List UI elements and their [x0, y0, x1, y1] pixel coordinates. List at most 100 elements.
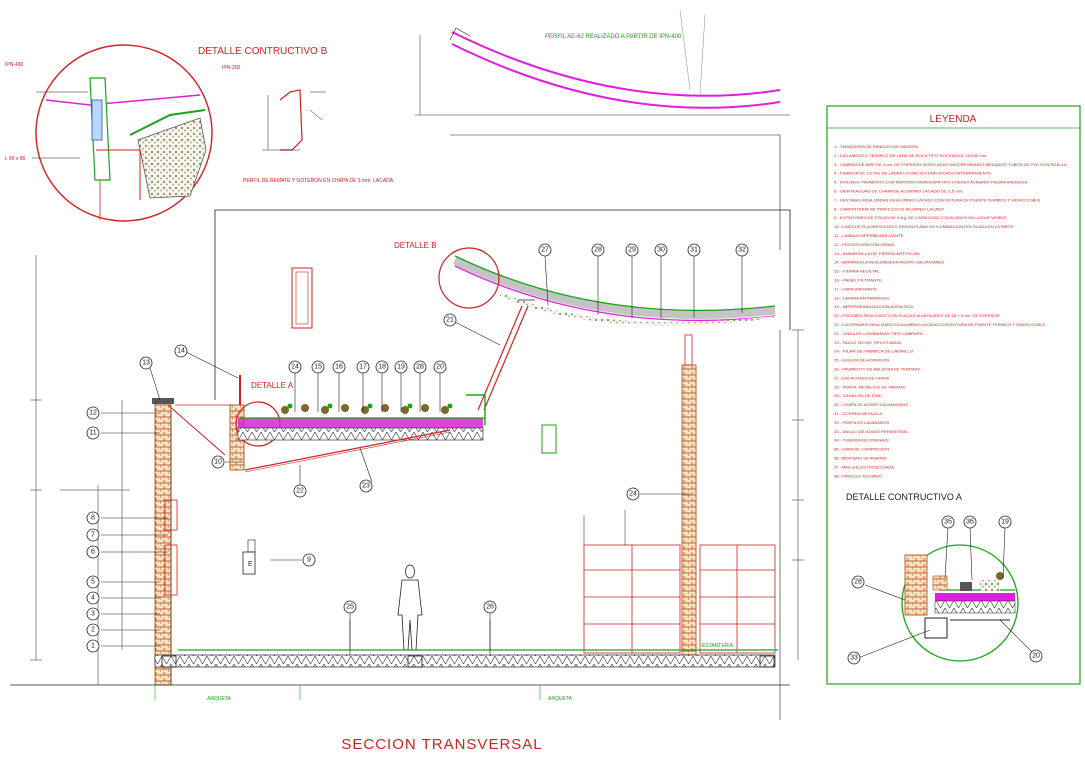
- legend-item: 8.- CARPINTERIA DE PERFILES DE ALUMINIO …: [834, 206, 944, 211]
- callout-6: 6: [86, 545, 100, 559]
- legend-list: 1.- TABIQUERIA DE PANELES DE MADERA 2.- A…: [834, 144, 1067, 478]
- callout-1: 1: [86, 639, 100, 653]
- detail-a-title: DETALLE CONTRUCTIVO A: [846, 492, 962, 502]
- legend-item: 19.- IMPERMEABILIZACION ASFALTICA: [834, 304, 914, 309]
- legend-item: 10.- LINEA DE FLUORESCENTES SEGUN PLANO …: [834, 224, 1014, 229]
- callout-22: 22: [293, 484, 307, 498]
- detail-b-ref: DETALLE B: [394, 241, 437, 250]
- legend-item: 6.- VIERTEAGUAS DE CHAPA DE ALUMINIO LAC…: [834, 189, 964, 194]
- legend-item: 2.- AISLAMIENTO TERMICO DE LANA DE ROCA …: [834, 153, 988, 158]
- callout-18: 18: [375, 360, 389, 374]
- legend-item: 34.- TUBERIA DE DRENAJE: [834, 438, 890, 443]
- legend-item: 37.- MALLA ELECTROSOLDADA: [834, 464, 894, 469]
- legend-item: 5.- FORJADO. PAVIMENTO CON MORTERO MONOC…: [834, 180, 1028, 185]
- legend-item: 16.- PANEL FILTRANTE: [834, 278, 882, 283]
- svg-text:25: 25: [346, 604, 354, 611]
- detail-a-ref: DETALLE A: [251, 381, 294, 390]
- svg-text:35: 35: [944, 519, 952, 526]
- callout-8: 8: [86, 511, 100, 525]
- building-section: [10, 134, 804, 720]
- legend-item: 25.- SOLERA DE HORMIGON: [834, 358, 889, 363]
- page-title: SECCION TRANSVERSAL: [341, 736, 542, 753]
- legend-item: 35.- CAPA DE COMPRESION: [834, 447, 889, 452]
- callout-16: 16: [332, 360, 346, 374]
- legend-item: 13.- ALBARDILLA DE PIEDRA ARTIFICIAL: [834, 251, 921, 256]
- callout-11: 11: [86, 426, 100, 440]
- callout-29: 29: [625, 243, 639, 257]
- callout-27: 27: [538, 243, 552, 257]
- svg-text:19: 19: [1001, 519, 1009, 526]
- svg-text:31: 31: [690, 247, 698, 254]
- svg-text:24: 24: [291, 364, 299, 371]
- svg-text:28: 28: [594, 247, 602, 254]
- callout-25: 25: [343, 600, 357, 614]
- svg-text:23: 23: [362, 483, 370, 490]
- callout-32: 32: [735, 243, 749, 257]
- legend-item: 24.- PILAR DE FABRICA DE LADRILLO: [834, 349, 913, 354]
- svg-text:9: 9: [307, 557, 311, 564]
- profile-label-ipn-top: IPN-400: [5, 62, 24, 68]
- sheet-profile-sketch: [262, 89, 326, 151]
- detail-b-title: DETALLE CONTRUCTIVO B: [198, 46, 328, 57]
- legend-title: LEYENDA: [930, 114, 977, 125]
- callout-30: 30: [654, 243, 668, 257]
- callout-2: 2: [86, 623, 100, 637]
- svg-text:13: 13: [142, 360, 150, 367]
- callout-5: 5: [86, 575, 100, 589]
- svg-text:3: 3: [91, 611, 95, 618]
- callout-19: 19: [394, 360, 408, 374]
- legend-item: 1.- TABIQUERIA DE PANELES DE MADERA: [834, 144, 918, 149]
- profile-label-ipn-bottom: IPN-200: [222, 65, 241, 71]
- callout-7: 7: [86, 528, 100, 542]
- svg-text:21: 21: [446, 317, 454, 324]
- legend-item: 30.- CHAPA DE ACERO GALVANIZADO: [834, 402, 908, 407]
- legend-item: 27.- ENCACHADO DE GRAVA: [834, 375, 890, 380]
- callouts: 1 2 3 4 5 6 7 8 9 10 11 12 13 14 15 16 1…: [86, 243, 749, 653]
- svg-text:12: 12: [89, 410, 97, 417]
- sheet-caption: PERFIL DE REMATE Y GOTERON EN CHAPA DE 3…: [243, 178, 394, 184]
- svg-text:2: 2: [91, 627, 95, 634]
- leader-lines: [101, 255, 743, 650]
- legend-item: 32.- PERFILES LAMINADOS: [834, 420, 890, 425]
- callout-3: 3: [86, 607, 100, 621]
- callout-10: 10: [211, 455, 225, 469]
- svg-text:5: 5: [91, 579, 95, 586]
- legend-item: 14.- BARANDILLA REALIZADA EN ACERO GALVA…: [834, 260, 944, 265]
- callout-21: 21: [443, 313, 457, 327]
- callout-26: 26: [483, 600, 497, 614]
- callout-31: 31: [687, 243, 701, 257]
- legend-item: 22.- LINEA DE LUMINARIAS TIPO LAMPARA: [834, 331, 923, 336]
- svg-text:28: 28: [854, 579, 862, 586]
- callout-19-detail: 19: [998, 515, 1012, 529]
- callout-35-detail: 35: [941, 515, 955, 529]
- legend-item: 29.- CANALON DE ZINC: [834, 393, 882, 398]
- svg-text:26: 26: [486, 604, 494, 611]
- legend-item: 4.- FABRICA DE 1/2 PIE DE LADRILLO MACIZ…: [834, 171, 992, 176]
- svg-text:20: 20: [1032, 653, 1040, 660]
- shelving: [583, 510, 776, 654]
- svg-text:19: 19: [397, 364, 405, 371]
- svg-text:17: 17: [359, 364, 367, 371]
- legend-item: 33.- ANILLO DE ATADO PERIMETRAL: [834, 429, 909, 434]
- svg-text:1: 1: [91, 643, 95, 650]
- callout-17: 17: [356, 360, 370, 374]
- svg-text:7: 7: [91, 532, 95, 539]
- legend-item: 15.- TIERRA VEGETAL: [834, 269, 881, 274]
- svg-text:16: 16: [335, 364, 343, 371]
- callout-24: 24: [288, 360, 302, 374]
- detail-a: [857, 526, 1036, 662]
- profile-label-l: L 80 x 80: [5, 156, 26, 162]
- callout-9: 9: [302, 553, 316, 567]
- legend-item: 18.- LAMINA ANTIRRAICES: [834, 295, 890, 300]
- svg-text:10: 10: [214, 459, 222, 466]
- svg-text:14: 14: [177, 348, 185, 355]
- svg-text:11: 11: [89, 430, 96, 437]
- legend-item: 17.- CAPA DRENANTE: [834, 286, 878, 291]
- svg-text:20: 20: [436, 364, 444, 371]
- legend-item: 9.- EXTINTORES DE POLVO DE 6 Kg. DE CAPA…: [834, 215, 1007, 220]
- svg-text:4: 4: [91, 595, 95, 602]
- legend-item: 12.- PROTECCION CON GRAVA: [834, 242, 894, 247]
- estanteria-label: ESTANTERIA: [702, 643, 734, 649]
- callout-14: 14: [174, 344, 188, 358]
